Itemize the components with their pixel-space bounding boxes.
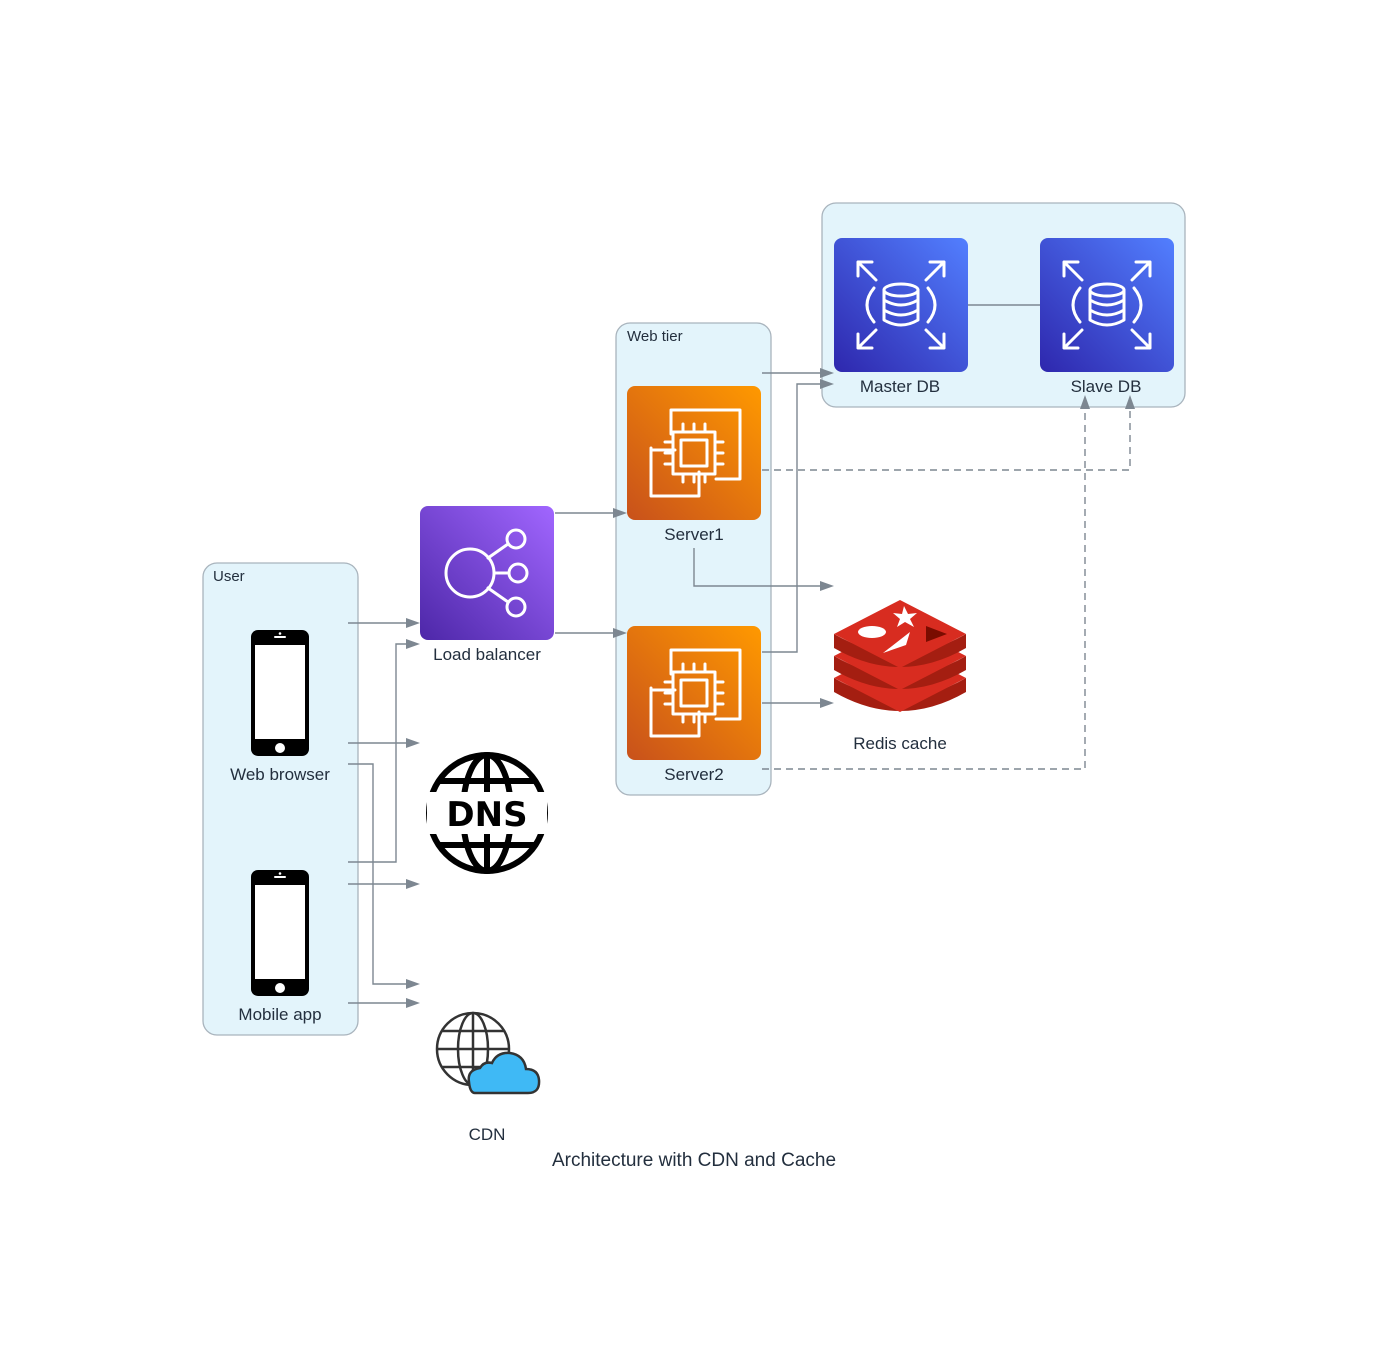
rds-database-icon — [1038, 236, 1176, 374]
server2-label: Server2 — [664, 765, 724, 784]
redis-icon — [834, 600, 966, 712]
edge-web-browser-to-cdn — [348, 763, 410, 985]
edge-server2-to-slave-db — [762, 406, 1086, 770]
diagram-title: Architecture with CDN and Cache — [552, 1150, 836, 1171]
edge-mobile-app-to-load-balancer — [348, 643, 410, 863]
node-redis-cache: Redis cache — [834, 600, 966, 753]
node-server1: Server1 — [625, 384, 763, 544]
cluster-user: User — [202, 562, 359, 1036]
dns-globe-icon: DNS — [426, 752, 548, 874]
edge-server1-to-slave-db — [762, 406, 1131, 471]
arrowhead — [820, 698, 834, 708]
mobile-app-label: Mobile app — [238, 1005, 321, 1024]
edge-server2-to-master-db — [762, 383, 824, 653]
master-db-label: Master DB — [860, 377, 940, 396]
arrowhead — [406, 639, 420, 649]
ec2-instance-icon — [625, 384, 763, 522]
node-web-browser: Web browser — [230, 630, 330, 784]
arrowhead — [820, 379, 834, 389]
arrowhead — [406, 618, 420, 628]
edge-server1-to-redis-cache — [693, 548, 824, 587]
load-balancer-label: Load balancer — [433, 645, 541, 664]
arrowhead — [820, 368, 834, 378]
cluster-user-label: User — [213, 568, 245, 585]
cluster-web-tier-label: Web tier — [627, 328, 683, 345]
node-mobile-app: Mobile app — [238, 870, 322, 1024]
arrowhead — [406, 979, 420, 989]
arrowhead — [406, 879, 420, 889]
slave-db-label: Slave DB — [1071, 377, 1142, 396]
server1-label: Server1 — [664, 525, 724, 544]
arrowhead — [1080, 395, 1090, 409]
arrowhead — [613, 508, 627, 518]
arrowhead — [406, 738, 420, 748]
cdn-label: CDN — [469, 1125, 506, 1144]
node-master-db: Master DB — [832, 236, 970, 396]
redis-cache-label: Redis cache — [853, 734, 947, 753]
elastic-load-balancing-icon — [420, 506, 554, 640]
arrowhead — [820, 581, 834, 591]
web-browser-label: Web browser — [230, 765, 330, 784]
node-load-balancer: Load balancer — [420, 506, 554, 664]
arrowhead — [613, 628, 627, 638]
arrowhead — [1125, 395, 1135, 409]
mobile-phone-icon — [251, 630, 309, 756]
globe-cloud-icon — [435, 1011, 541, 1095]
rds-database-icon — [832, 236, 970, 374]
node-dns: DNS — [426, 752, 548, 874]
node-cdn: CDN — [435, 1011, 541, 1144]
ec2-instance-icon — [625, 624, 763, 762]
node-slave-db: Slave DB — [1038, 236, 1176, 396]
node-server2: Server2 — [625, 624, 763, 784]
arrowhead — [406, 998, 420, 1008]
edges — [348, 304, 1135, 1008]
mobile-phone-icon — [251, 870, 309, 996]
dns-icon-text: DNS — [446, 795, 527, 835]
